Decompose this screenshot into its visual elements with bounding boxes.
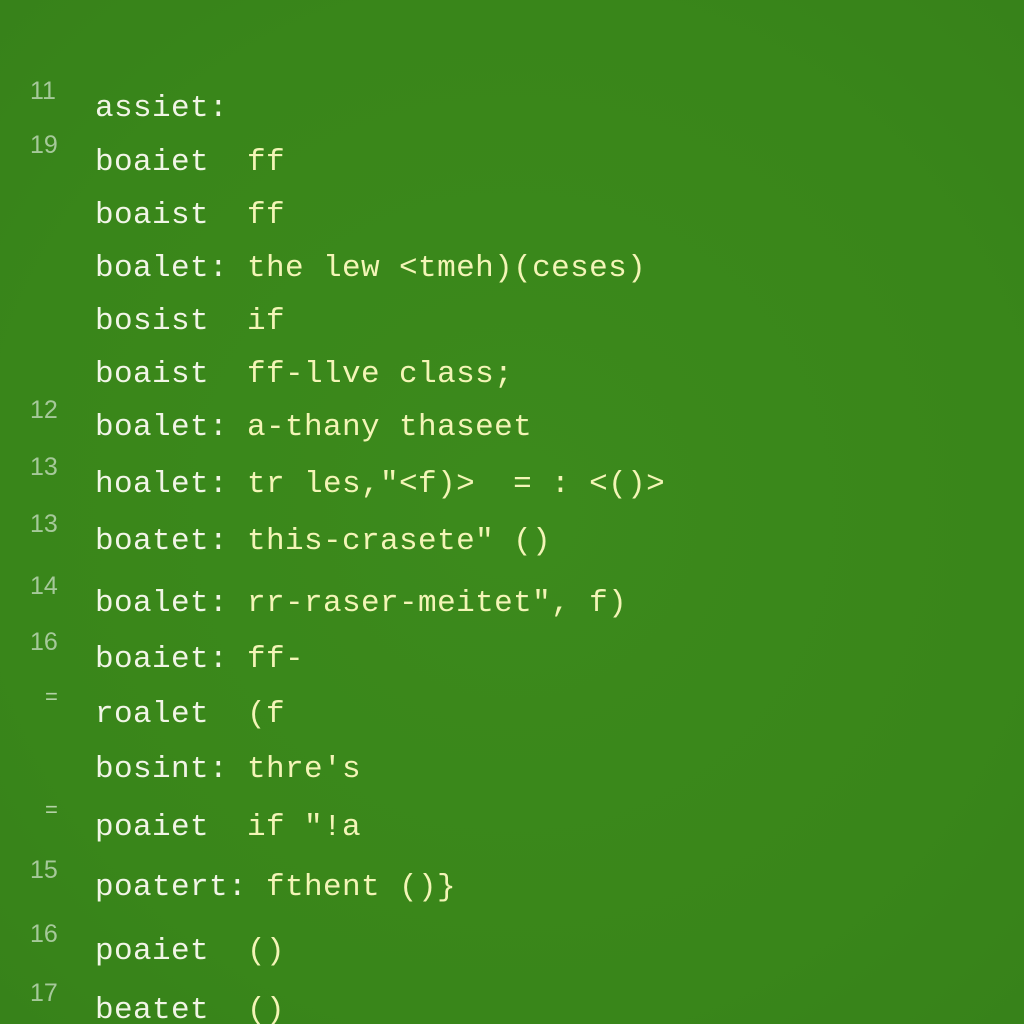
- line-content: hoalet: tr les,"<f)> = : <()>: [95, 463, 665, 507]
- line-content: boaiet: ff-: [95, 638, 304, 682]
- code-key: boaiet:: [95, 642, 229, 677]
- line-number: 12: [30, 396, 58, 424]
- line-number: 11: [30, 77, 56, 105]
- fold-marker-icon[interactable]: =: [45, 797, 58, 822]
- code-key: poatert:: [95, 870, 248, 905]
- code-key: bosint:: [95, 752, 229, 787]
- code-line-10[interactable]: 14 boalet: rr-raser-meitet", f): [0, 546, 1024, 621]
- code-value: ff: [209, 145, 286, 180]
- code-line-6[interactable]: boaist ff-llve class;: [0, 317, 1024, 392]
- code-value: thre's: [228, 752, 362, 787]
- code-line-13[interactable]: bosint: thre's: [0, 712, 1024, 787]
- line-content: poatert: fthent ()}: [95, 866, 456, 910]
- code-key: boaiet: [95, 145, 210, 180]
- code-key: beatet: [95, 993, 210, 1024]
- code-key: poaiet: [95, 934, 210, 969]
- code-line-11[interactable]: 16 boaiet: ff-: [0, 602, 1024, 677]
- code-line-5[interactable]: bosist if: [0, 264, 1024, 339]
- code-value: tr les,"<f)> = : <()>: [228, 467, 666, 502]
- code-value: fthent ()}: [247, 870, 457, 905]
- line-number: 17: [30, 979, 58, 1007]
- line-content: assiet:: [95, 87, 228, 131]
- code-value: a-thany thaseet: [228, 410, 533, 445]
- code-value: ff-llve class;: [209, 357, 514, 392]
- line-number: 19: [30, 131, 58, 159]
- code-key: hoalet:: [95, 467, 229, 502]
- line-content: boalet: the lew <tmeh)(ceses): [95, 247, 646, 291]
- line-content: beatet (): [95, 989, 285, 1024]
- line-number: 16: [30, 628, 58, 656]
- line-content: boatet: this-crasete" (): [95, 520, 551, 564]
- line-number: 13: [30, 510, 58, 538]
- line-number: 13: [30, 453, 58, 481]
- line-number: 15: [30, 856, 58, 884]
- code-line-15[interactable]: 15 poatert: fthent ()}: [0, 830, 1024, 905]
- code-key: boalet:: [95, 251, 229, 286]
- code-line-17[interactable]: 17 beatet (): [0, 953, 1024, 1024]
- code-line-4[interactable]: boalet: the lew <tmeh)(ceses): [0, 211, 1024, 286]
- line-content: boaist ff-llve class;: [95, 353, 513, 397]
- code-line-8[interactable]: 13 hoalet: tr les,"<f)> = : <()>: [0, 427, 1024, 502]
- code-value: rr-raser-meitet", f): [228, 586, 628, 621]
- code-key: boalet:: [95, 586, 229, 621]
- code-key: bosist: [95, 304, 210, 339]
- code-line-9[interactable]: 13 boatet: this-crasete" (): [0, 484, 1024, 559]
- code-value: if: [209, 304, 286, 339]
- code-line-2[interactable]: 19 boaiet ff: [0, 105, 1024, 180]
- code-value: ff-: [228, 642, 305, 677]
- line-content: boalet: rr-raser-meitet", f): [95, 582, 627, 626]
- code-value: if "!a: [209, 810, 362, 845]
- code-key: boatet:: [95, 524, 229, 559]
- code-value: the lew <tmeh)(ceses): [228, 251, 647, 286]
- code-line-3[interactable]: boaist ff: [0, 158, 1024, 233]
- code-line-16[interactable]: 16 poaiet (): [0, 894, 1024, 969]
- line-content: boaist ff: [95, 194, 285, 238]
- code-line-1[interactable]: 11 assiet:: [0, 51, 1024, 126]
- code-key: roalet: [95, 697, 210, 732]
- code-value: this-crasete" (): [228, 524, 552, 559]
- code-line-12[interactable]: = roalet (f: [0, 657, 1024, 732]
- code-value: ff: [209, 198, 286, 233]
- fold-marker-icon[interactable]: =: [45, 684, 58, 709]
- code-line-7[interactable]: 12 boalet: a-thany thaseet: [0, 370, 1024, 445]
- code-key: boaist: [95, 198, 210, 233]
- code-key: boaist: [95, 357, 210, 392]
- line-content: bosist if: [95, 300, 285, 344]
- code-key: poaiet: [95, 810, 210, 845]
- line-content: boaiet ff: [95, 141, 285, 185]
- line-number: 16: [30, 920, 58, 948]
- line-content: boalet: a-thany thaseet: [95, 406, 532, 450]
- code-key: boalet:: [95, 410, 229, 445]
- code-value: (): [209, 993, 286, 1024]
- line-content: roalet (f: [95, 693, 285, 737]
- code-key: assiet:: [95, 91, 229, 126]
- line-content: bosint: thre's: [95, 748, 361, 792]
- code-value: (): [209, 934, 286, 969]
- line-content: poaiet if "!a: [95, 806, 361, 850]
- code-value: (f: [209, 697, 286, 732]
- code-line-14[interactable]: = poaiet if "!a: [0, 770, 1024, 845]
- line-number: 14: [30, 572, 58, 600]
- line-content: poaiet (): [95, 930, 285, 974]
